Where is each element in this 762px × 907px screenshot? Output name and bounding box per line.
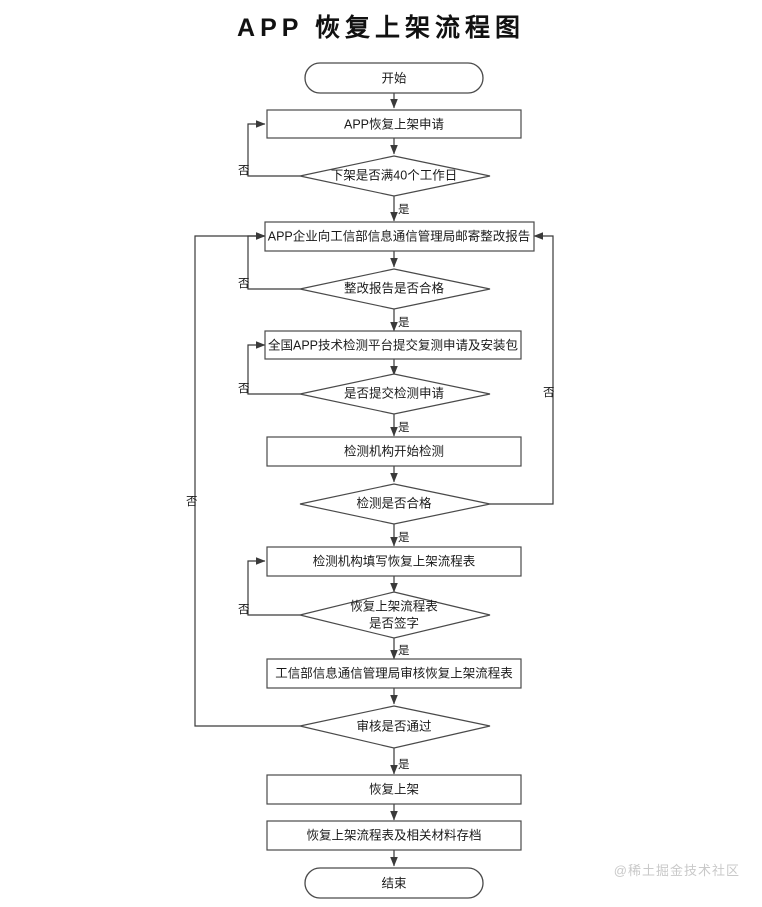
node-restore-label: 恢复上架 xyxy=(369,782,419,796)
node-start-test-label: 检测机构开始检测 xyxy=(344,443,444,458)
edge-label-dtest-no: 否 xyxy=(543,387,555,399)
edge-label-layer: 否 是 否 是 否 是 否 是 否 是 否 是 xyxy=(186,165,555,771)
edge-label-dreviewpass-no: 否 xyxy=(186,496,198,508)
edge-label-dsigned-no: 否 xyxy=(238,604,250,616)
node-submit-platform[interactable]: 全国APP技术检测平台提交复测申请及安装包 xyxy=(264,330,522,360)
node-decision-signed-label-line2: 是否签字 xyxy=(369,615,419,630)
node-submit-platform-label: 全国APP技术检测平台提交复测申请及安装包 xyxy=(268,337,518,352)
edge-dsubmit-no-loop xyxy=(247,341,300,395)
edge-label-dsubmit-no: 否 xyxy=(238,383,250,395)
node-mail-report[interactable]: APP企业向工信部信息通信管理局邮寄整改报告 xyxy=(264,221,535,252)
node-apply[interactable]: APP恢复上架申请 xyxy=(266,109,522,139)
node-start-label: 开始 xyxy=(381,71,407,85)
node-decision-test-ok-label: 检测是否合格 xyxy=(356,495,432,510)
edge-dreviewpass-no-loop xyxy=(194,232,300,727)
node-decision-report-ok[interactable]: 整改报告是否合格 xyxy=(299,268,491,310)
edge-d40-no-loop xyxy=(247,120,300,177)
node-decision-signed[interactable]: 恢复上架流程表 是否签字 xyxy=(299,591,491,639)
node-restore[interactable]: 恢复上架 xyxy=(266,774,522,805)
connector-layer xyxy=(194,93,554,867)
node-apply-label: APP恢复上架申请 xyxy=(344,117,444,131)
node-archive[interactable]: 恢复上架流程表及相关材料存档 xyxy=(266,820,522,851)
node-end-label: 结束 xyxy=(381,876,407,890)
edge-label-dreviewpass-yes: 是 xyxy=(398,758,410,771)
edge-label-dsubmit-yes: 是 xyxy=(398,421,410,434)
node-mail-report-label: APP企业向工信部信息通信管理局邮寄整改报告 xyxy=(268,228,531,243)
node-review-form[interactable]: 工信部信息通信管理局审核恢复上架流程表 xyxy=(266,658,522,689)
node-decision-signed-label-line1: 恢复上架流程表 xyxy=(350,598,438,613)
edge-label-dreport-no: 否 xyxy=(238,278,250,290)
node-archive-label: 恢复上架流程表及相关材料存档 xyxy=(306,827,481,842)
node-decision-review-pass[interactable]: 审核是否通过 xyxy=(299,705,491,749)
node-start-test[interactable]: 检测机构开始检测 xyxy=(266,436,522,467)
node-end[interactable]: 结束 xyxy=(304,867,484,899)
node-decision-submit-test[interactable]: 是否提交检测申请 xyxy=(299,373,491,415)
page-title: APP 恢复上架流程图 xyxy=(237,14,525,42)
node-decision-report-ok-label: 整改报告是否合格 xyxy=(344,280,445,295)
node-decision-test-ok[interactable]: 检测是否合格 xyxy=(299,483,491,525)
edge-label-d40-no: 否 xyxy=(238,165,250,177)
watermark: @稀土掘金技术社区 xyxy=(613,863,740,878)
edge-dtest-no-loop xyxy=(490,232,554,505)
edge-label-d40-yes: 是 xyxy=(398,203,410,216)
node-decision-40days-label: 下架是否满40个工作日 xyxy=(331,168,457,182)
edge-label-dtest-yes: 是 xyxy=(398,531,410,544)
edge-label-dreport-yes: 是 xyxy=(398,316,410,329)
node-decision-40days[interactable]: 下架是否满40个工作日 xyxy=(299,155,491,197)
edge-label-dsigned-yes: 是 xyxy=(398,644,410,657)
node-fill-form-label: 检测机构填写恢复上架流程表 xyxy=(313,553,476,568)
node-decision-review-pass-label: 审核是否通过 xyxy=(356,718,432,733)
node-review-form-label: 工信部信息通信管理局审核恢复上架流程表 xyxy=(275,665,513,680)
edge-dsigned-no-loop xyxy=(247,557,300,616)
node-start[interactable]: 开始 xyxy=(304,62,484,94)
node-fill-form[interactable]: 检测机构填写恢复上架流程表 xyxy=(266,546,522,577)
node-decision-submit-test-label: 是否提交检测申请 xyxy=(344,385,444,400)
